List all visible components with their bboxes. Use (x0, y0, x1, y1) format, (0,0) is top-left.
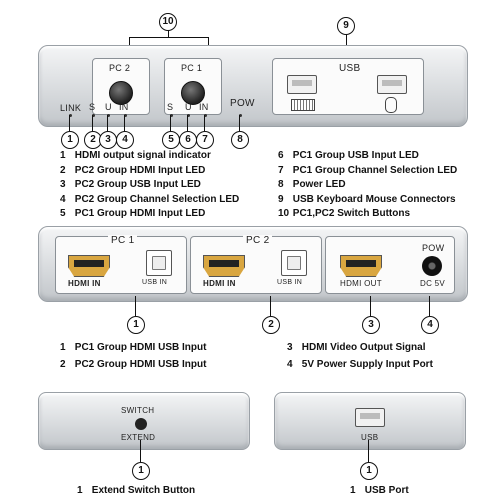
back-callout-3: 3 (362, 316, 380, 334)
legend-top-right: 6 PC1 Group USB Input LED 7 PC1 Group Ch… (278, 149, 457, 222)
side-usb-label: USB (361, 433, 379, 442)
legend-item: 4 5V Power Supply Input Port (287, 359, 433, 370)
back-pow-label: POW (422, 243, 445, 253)
dc-5v-label: DC 5V (420, 279, 446, 288)
callout-3: 3 (99, 131, 117, 149)
callout-7: 7 (196, 131, 214, 149)
legend-item: 4 PC2 Group Channel Selection LED (60, 193, 240, 205)
pc2-switch-button[interactable] (109, 81, 133, 105)
switch-label: SWITCH (121, 406, 155, 415)
back-callout-2: 2 (262, 316, 280, 334)
hdmi-out-label: HDMI OUT (340, 279, 382, 288)
legend-item: 8 Power LED (278, 179, 346, 191)
pc2-hdmi-in-port[interactable] (203, 255, 245, 277)
pc2-usb-in-label: USB IN (277, 279, 303, 286)
legend-item: 3 PC2 Group USB Input LED (60, 179, 201, 191)
pc2-button-box: PC 2 (92, 58, 150, 115)
legend-item: 2 PC2 Group HDMI Input LED (60, 164, 206, 176)
legend-item: 10 PC1,PC2 Switch Buttons (278, 208, 411, 220)
left-side-panel: SWITCH EXTEND (38, 392, 250, 450)
legend-item: 7 PC1 Group Channel Selection LED (278, 164, 458, 176)
keyboard-icon (291, 99, 315, 111)
pc1-label: PC 1 (181, 63, 203, 73)
front-panel: PC 2 PC 1 USB LINK S U IN S U IN POW (38, 45, 468, 127)
dc-power-jack[interactable] (422, 256, 442, 276)
legend-item: 9 USB Keyboard Mouse Connectors (278, 193, 456, 205)
mouse-icon (385, 97, 397, 113)
output-port-group: HDMI OUT POW DC 5V (325, 236, 455, 294)
hdmi-out-port[interactable] (340, 255, 382, 277)
side-usb-port[interactable] (355, 408, 385, 427)
legend-back-left: 1 PC1 Group HDMI USB Input 2 PC2 Group H… (60, 339, 206, 373)
side-right-callout: 1 (360, 462, 378, 480)
pc2-led-in-label: IN (119, 102, 129, 112)
pc2-led-u-label: U (105, 102, 112, 112)
link-led (69, 114, 72, 117)
callout-1: 1 (61, 131, 79, 149)
back-callout-4: 4 (421, 316, 439, 334)
legend-top-left: 1 HDMI output signal indicator 2 PC2 Gro… (60, 149, 239, 222)
usb-label: USB (339, 63, 361, 74)
pc1-led-s (170, 114, 173, 117)
callout-8: 8 (231, 131, 249, 149)
pc1-led-u (187, 114, 190, 117)
back-pc2-label: PC 2 (243, 235, 273, 246)
back-panel: PC 1 HDMI IN USB IN PC 2 HDMI IN USB IN … (38, 226, 468, 302)
back-pc1-label: PC 1 (108, 235, 138, 246)
pc1-hdmi-in-port[interactable] (68, 255, 110, 277)
pc2-led-s (92, 114, 95, 117)
pc1-led-s-label: S (167, 102, 174, 112)
pc2-led-s-label: S (89, 102, 96, 112)
usb-caption: 1 USB Port (350, 485, 409, 496)
pc2-led-in (124, 114, 127, 117)
legend-back-right: 3 HDMI Video Output Signal 4 5V Power Su… (287, 339, 433, 373)
pc1-led-in-label: IN (199, 102, 209, 112)
pow-label: POW (230, 98, 255, 109)
mouse-usb-port[interactable] (377, 75, 407, 94)
pc2-hdmi-in-label: HDMI IN (203, 279, 236, 288)
pc1-hdmi-in-label: HDMI IN (68, 279, 101, 288)
legend-item: 2 PC2 Group HDMI USB Input (60, 359, 207, 370)
callout-9: 9 (337, 17, 355, 35)
extend-switch-button[interactable] (135, 418, 147, 430)
callout-10: 10 (159, 13, 177, 31)
pc1-button-box: PC 1 (164, 58, 222, 115)
usb-port-box: USB (272, 58, 424, 115)
pc2-led-u (107, 114, 110, 117)
keyboard-usb-port[interactable] (287, 75, 317, 94)
callout-4: 4 (116, 131, 134, 149)
right-side-panel: USB (274, 392, 466, 450)
callout-5: 5 (162, 131, 180, 149)
pc1-usb-in-port[interactable] (146, 250, 172, 276)
legend-item: 6 PC1 Group USB Input LED (278, 150, 419, 161)
power-led (239, 114, 242, 117)
legend-item: 1 HDMI output signal indicator (60, 150, 211, 161)
side-left-callout: 1 (132, 462, 150, 480)
legend-item: 5 PC1 Group HDMI Input LED (60, 208, 206, 220)
pc1-switch-button[interactable] (181, 81, 205, 105)
back-callout-1: 1 (127, 316, 145, 334)
callout-6: 6 (179, 131, 197, 149)
pc2-port-group: PC 2 HDMI IN USB IN (190, 235, 322, 294)
extend-caption: 1 Extend Switch Button (77, 485, 196, 496)
pc1-led-u-label: U (185, 102, 192, 112)
legend-item: 1 PC1 Group HDMI USB Input (60, 342, 207, 353)
pc1-port-group: PC 1 HDMI IN USB IN (55, 235, 187, 294)
pc2-usb-in-port[interactable] (281, 250, 307, 276)
link-label: LINK (60, 103, 82, 113)
pc1-usb-in-label: USB IN (142, 279, 168, 286)
pc2-label: PC 2 (109, 63, 131, 73)
legend-item: 3 HDMI Video Output Signal (287, 342, 426, 353)
pc1-led-in (204, 114, 207, 117)
extend-label: EXTEND (121, 433, 156, 442)
